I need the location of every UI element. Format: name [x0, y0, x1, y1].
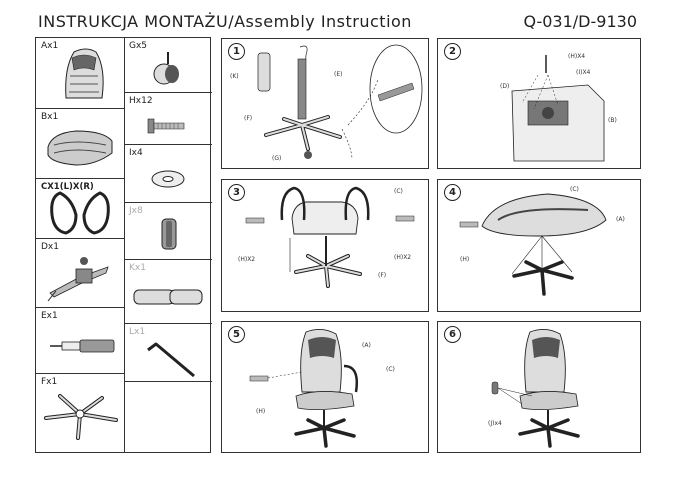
part-e-label: Ex1 — [41, 311, 58, 321]
step-2-number: 2 — [444, 43, 461, 60]
step-2-panel: 2 (H)X4 (I)X4 (D) (B) — [437, 38, 641, 169]
step-3-label-h-right: (H)X2 — [394, 254, 412, 261]
model-code: Q-031/D-9130 — [523, 12, 637, 31]
step-5-panel: 5 (A) (C) (H) — [221, 321, 429, 453]
step-5-illustration — [249, 329, 358, 448]
part-l-label: Lx1 — [129, 327, 146, 337]
part-cx-label: CX1(L)X(R) — [41, 182, 94, 192]
part-e: Ex1 — [36, 308, 124, 374]
step-3-label-f: (F) — [378, 272, 387, 279]
bolt-icon — [147, 118, 185, 134]
part-i: Ix4 — [124, 145, 212, 203]
step-1-label-k: (K) — [230, 73, 239, 80]
document-title: INSTRUKCJA MONTAŻU/Assembly Instruction — [38, 12, 412, 31]
allen-key-icon — [147, 342, 195, 378]
step-6-label-j: (J)x4 — [488, 420, 502, 427]
part-g-label: Gx5 — [129, 41, 148, 51]
step-3-illustration — [245, 186, 415, 288]
step-6-number: 6 — [444, 326, 461, 343]
step-3-number: 3 — [228, 184, 245, 201]
spacer-icon — [161, 218, 177, 250]
step-3-label-h-left: (H)X2 — [238, 256, 256, 263]
part-h: Hx12 — [124, 93, 212, 145]
step-5-label-c: (C) — [386, 366, 395, 373]
step-2-label-b: (B) — [608, 117, 617, 124]
part-j-label: Jx8 — [129, 206, 143, 216]
part-b: Bx1 — [36, 109, 124, 179]
step-1-label-e: (E) — [334, 71, 343, 78]
gas-lift-icon — [50, 339, 115, 353]
parts-column-right: Gx5 Hx12 Ix4 Jx8 — [124, 38, 212, 452]
step-2-label-i: (I)X4 — [576, 69, 591, 76]
step-6-illustration — [491, 329, 580, 448]
step-3-label-c: (C) — [394, 188, 403, 195]
step-4-number: 4 — [444, 184, 461, 201]
mechanism-icon — [47, 257, 109, 302]
part-b-label: Bx1 — [41, 112, 59, 122]
step-5-label-a: (A) — [362, 342, 371, 349]
step-5-label-h: (H) — [256, 408, 266, 415]
step-4-label-h: (H) — [460, 256, 470, 263]
parts-column-left: Ax1 Bx1 CX1(L)X(R) Dx1 — [36, 38, 125, 452]
armrests-icon — [50, 191, 110, 235]
part-g: Gx5 — [124, 38, 212, 93]
step-4-illustration — [459, 193, 607, 296]
step-2-label-h: (H)X4 — [568, 53, 586, 60]
step-2-illustration — [511, 55, 605, 162]
step-5-number: 5 — [228, 326, 245, 343]
backrest-icon — [65, 48, 104, 99]
part-f: Fx1 — [36, 374, 124, 454]
step-4-panel: 4 (C) (A) (H) — [437, 179, 641, 312]
part-l: Lx1 — [124, 324, 212, 382]
part-cx: CX1(L)X(R) — [36, 179, 124, 239]
step-3-panel: 3 (C) (H)X2 (H)X2 (F) — [221, 179, 429, 312]
step-1-panel: 1 (K) (E) (F) (G) — [221, 38, 429, 169]
part-d: Dx1 — [36, 239, 124, 308]
part-a-label: Ax1 — [41, 41, 59, 51]
step-4-label-a: (A) — [616, 216, 625, 223]
step-2-label-d: (D) — [500, 83, 510, 90]
seat-icon — [47, 130, 113, 166]
part-d-label: Dx1 — [41, 242, 59, 252]
part-k: Kx1 — [124, 260, 212, 324]
part-h-label: Hx12 — [129, 96, 153, 106]
part-i-label: Ix4 — [129, 148, 143, 158]
cover-icon — [133, 289, 203, 305]
caster-icon — [153, 52, 179, 85]
part-k-label: Kx1 — [129, 263, 146, 273]
step-1-label-f: (F) — [244, 115, 253, 122]
step-1-number: 1 — [228, 43, 245, 60]
parts-list: Ax1 Bx1 CX1(L)X(R) Dx1 — [35, 37, 212, 453]
base-icon — [44, 394, 118, 440]
part-f-label: Fx1 — [41, 377, 58, 387]
step-4-label-c: (C) — [570, 186, 579, 193]
washer-icon — [151, 170, 185, 188]
part-j: Jx8 — [124, 203, 212, 260]
step-1-label-g: (G) — [272, 155, 282, 162]
part-a: Ax1 — [36, 38, 124, 109]
step-6-panel: 6 (J)x4 — [437, 321, 641, 453]
step-1-illustration — [257, 44, 423, 160]
